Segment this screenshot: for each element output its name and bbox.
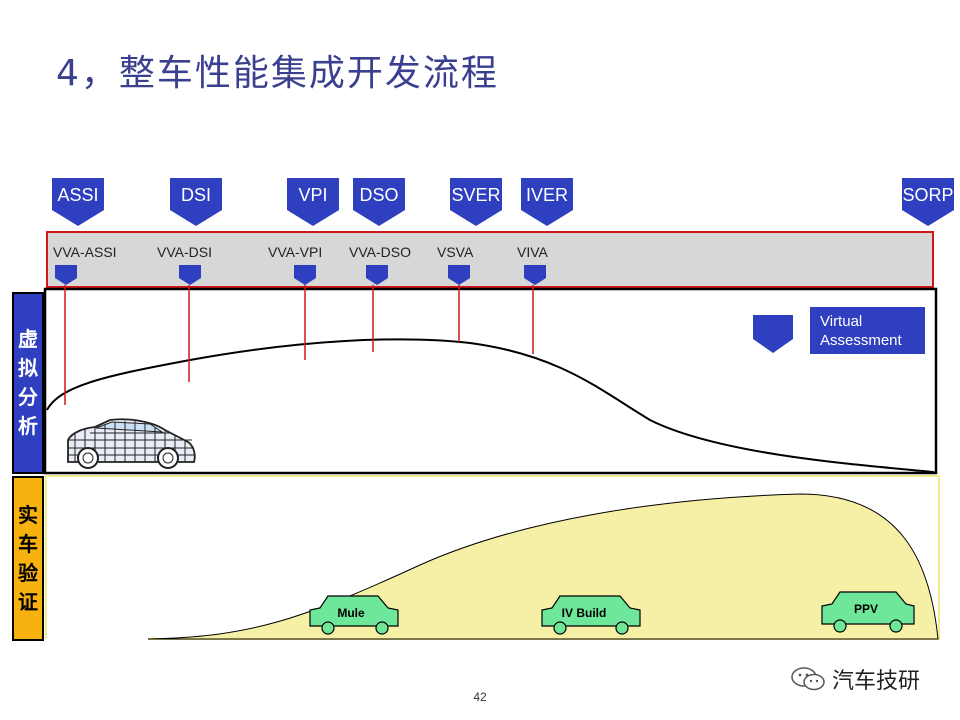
gate-label: DSI	[180, 185, 211, 205]
milestone-label: VVA-ASSI	[53, 244, 117, 260]
wireframe-car-icon	[67, 418, 196, 469]
milestone-marker	[294, 265, 316, 285]
gate-assi: ASSI	[52, 178, 104, 226]
gate-label: SORP	[902, 185, 954, 205]
side-char: 虚	[18, 327, 38, 351]
watermark: 汽车技研	[790, 664, 920, 694]
gate-label: SVER	[451, 185, 501, 205]
prototype-car-mule-icon	[309, 595, 399, 635]
milestone-label: VVA-VPI	[268, 244, 323, 260]
side-char: 证	[18, 589, 38, 614]
prototype-label: IV Build	[561, 606, 607, 620]
watermark-text: 汽车技研	[832, 669, 921, 694]
milestone-marker	[366, 265, 388, 285]
gate-shape	[902, 178, 954, 226]
virtual-analysis-curve	[46, 338, 935, 473]
gate-shape	[52, 178, 104, 226]
gate-label: IVER	[525, 185, 568, 205]
prototype-car-ivbuild-icon	[541, 595, 641, 635]
milestone-label: VSVA	[437, 244, 474, 260]
milestone-marker	[448, 265, 470, 285]
gate-shape	[170, 178, 222, 226]
virtual-analysis-label: 虚 拟 分 析	[12, 292, 44, 474]
milestone-marker	[524, 265, 546, 285]
gate-dsi: DSI	[170, 178, 222, 226]
prototype-label: PPV	[853, 602, 878, 616]
side-char: 实	[18, 502, 38, 527]
side-char: 析	[18, 414, 38, 438]
gate-label: DSO	[359, 185, 399, 205]
legend-box: Virtual Assessment	[810, 307, 925, 354]
milestone-lines	[64, 285, 534, 405]
wechat-icon	[791, 667, 825, 691]
side-char: 验	[18, 560, 38, 585]
gate-sver: SVER	[450, 178, 502, 226]
page-title: 4，整车性能集成开发流程	[56, 53, 499, 94]
milestone-label: VVA-DSO	[349, 244, 411, 260]
milestone-marker	[179, 265, 201, 285]
prototype-car-ppv-icon	[821, 591, 915, 633]
prototype-label: Mule	[337, 606, 365, 620]
side-char: 车	[18, 531, 38, 556]
gate-vpi: VPI	[287, 178, 339, 226]
gate-shape	[287, 178, 339, 226]
legend-line: Virtual	[820, 313, 863, 330]
legend-marker-icon	[753, 315, 793, 353]
gate-iver: IVER	[521, 178, 573, 226]
gate-label: VPI	[298, 185, 328, 205]
side-char: 拟	[18, 356, 38, 380]
legend-line: Assessment	[820, 332, 902, 349]
milestone-label: VVA-DSI	[157, 244, 212, 260]
gate-shape	[450, 178, 502, 226]
milestone-label: VIVA	[517, 244, 548, 260]
milestone-marker	[55, 265, 77, 285]
gate-sorp: SORP	[902, 178, 954, 226]
side-char: 分	[18, 385, 38, 409]
real-vehicle-verification-label: 实 车 验 证	[12, 476, 44, 641]
gate-label: ASSI	[57, 185, 99, 205]
page-number: 42	[473, 690, 487, 704]
gate-dso: DSO	[353, 178, 405, 226]
gate-shape	[521, 178, 573, 226]
gate-shape	[353, 178, 405, 226]
